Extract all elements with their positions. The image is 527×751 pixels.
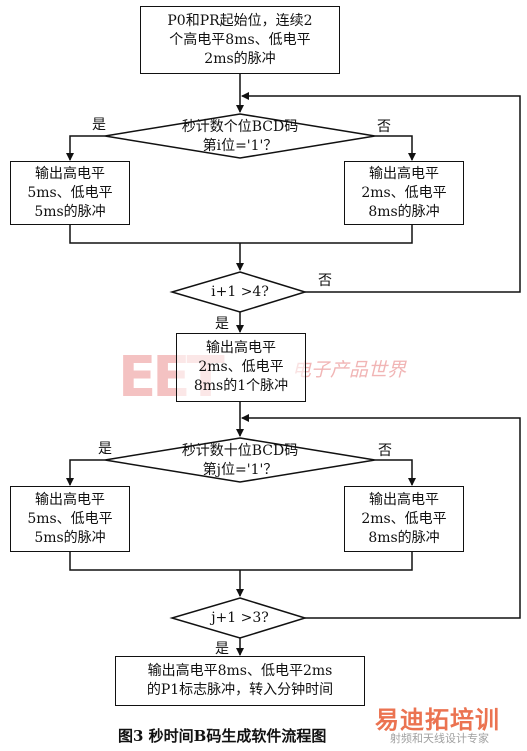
decision-1-yes-label: 是 [92, 117, 106, 133]
decision-1-text: 秒计数个位BCD码 第i位='1'？ [181, 119, 299, 154]
decision-3-text: 秒计数十位BCD码 第j位='1'？ [181, 443, 299, 478]
watermark-site-main: 易迪拓培训 [375, 706, 500, 734]
decision-3-yes-label: 是 [98, 441, 112, 457]
decision-2-no-label: 否 [318, 273, 332, 289]
pulse-2ms-box-1: 输出高电平 2ms、低电平 8ms的脉冲 [344, 161, 464, 225]
end-box: 输出高电平8ms、低电平2ms 的P1标志脉冲，转入分钟时间 [115, 656, 365, 706]
decision-4-text: j+1 >3? [211, 610, 269, 626]
watermark-logo-text: 电子产品世界 [292, 359, 407, 381]
figure-caption: 图3 秒时间B码生成软件流程图 [118, 727, 327, 745]
decision-3-no-label: 否 [378, 443, 392, 459]
watermark-site-sub: 射频和天线设计专家 [390, 732, 489, 745]
decision-4-yes-label: 是 [215, 641, 229, 657]
decision-2-yes-label: 是 [215, 316, 229, 332]
decision-diamond-3 [104, 437, 376, 483]
p1-box: 输出高电平 2ms、低电平 8ms的1个脉冲 [176, 333, 306, 402]
pulse-5ms-box-2: 输出高电平 5ms、低电平 5ms的脉冲 [10, 486, 130, 552]
start-box: P0和PR起始位，连续2 个高电平8ms、低电平 2ms的脉冲 [140, 6, 340, 74]
decision-2-text: i+1 >4? [211, 284, 269, 300]
pulse-2ms-box-2: 输出高电平 2ms、低电平 8ms的脉冲 [344, 486, 464, 552]
decision-1-no-label: 否 [377, 119, 391, 135]
pulse-5ms-box-1: 输出高电平 5ms、低电平 5ms的脉冲 [10, 161, 130, 225]
decision-diamond-1 [104, 113, 376, 159]
